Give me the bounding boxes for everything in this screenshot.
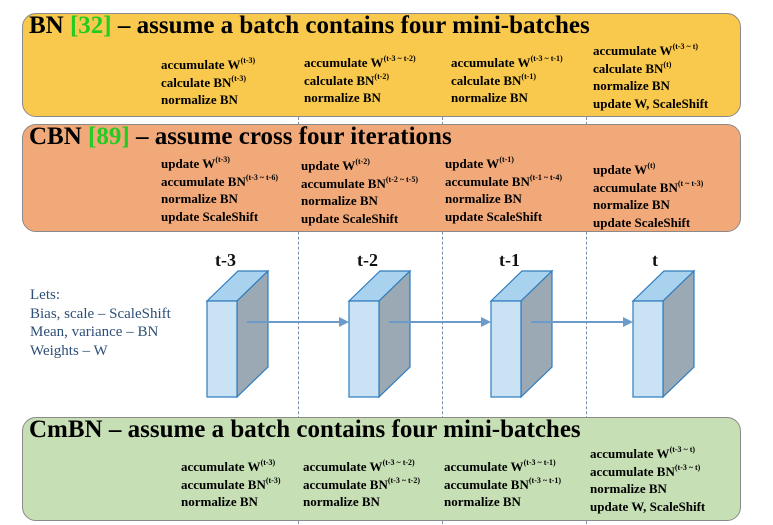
step-superscript: (t-3 ~ t-1)	[529, 476, 561, 485]
step-line: accumulate BN(t-3)	[181, 476, 281, 494]
step-text: accumulate BN	[590, 464, 675, 479]
step-line: update W, ScaleShift	[590, 498, 705, 516]
block-3d	[633, 271, 694, 397]
step-superscript: (t-3 ~ t)	[675, 463, 700, 472]
cmbn-step-column: accumulate W(t-3 ~ t)accumulate BN(t-3 ~…	[590, 445, 705, 515]
step-text: normalize BN	[303, 494, 380, 509]
step-text: normalize BN	[181, 494, 258, 509]
legend-line: Bias, scale – ScaleShift	[30, 305, 171, 324]
step-line: normalize BN	[444, 493, 561, 511]
step-line: normalize BN	[303, 493, 420, 511]
cmbn-step-column: accumulate W(t-3 ~ t-2)accumulate BN(t-3…	[303, 458, 420, 511]
block-3d	[491, 271, 552, 397]
step-text: accumulate W	[444, 459, 524, 474]
step-label: t-3	[215, 250, 236, 271]
cmbn-step-column: accumulate W(t-3)accumulate BN(t-3)norma…	[181, 458, 281, 511]
block-3d	[349, 271, 410, 397]
step-line: accumulate BN(t-3 ~ t)	[590, 463, 705, 481]
step-superscript: (t-3 ~ t-1)	[524, 458, 556, 467]
legend-heading: Lets:	[30, 286, 171, 305]
legend-text: Lets: Bias, scale – ScaleShift Mean, var…	[30, 286, 171, 360]
step-superscript: (t-3)	[266, 476, 281, 485]
step-text: accumulate W	[303, 459, 383, 474]
step-line: accumulate W(t-3 ~ t)	[590, 445, 705, 463]
legend-line: Mean, variance – BN	[30, 323, 171, 342]
step-text: update W, ScaleShift	[590, 499, 705, 514]
block-front-face	[349, 301, 379, 397]
step-line: normalize BN	[181, 493, 281, 511]
step-text: accumulate BN	[303, 477, 388, 492]
step-text: accumulate BN	[444, 477, 529, 492]
step-superscript: (t-3 ~ t)	[670, 445, 695, 454]
step-label: t-1	[499, 250, 520, 271]
step-line: accumulate W(t-3 ~ t-2)	[303, 458, 420, 476]
step-text: normalize BN	[444, 494, 521, 509]
block-front-face	[633, 301, 663, 397]
step-label: t-2	[357, 250, 378, 271]
step-line: accumulate W(t-3)	[181, 458, 281, 476]
step-line: normalize BN	[590, 480, 705, 498]
cmbn-title: CmBN – assume a batch contains four mini…	[29, 416, 581, 444]
step-superscript: (t-3)	[261, 458, 276, 467]
step-text: normalize BN	[590, 481, 667, 496]
legend-line: Weights – W	[30, 342, 171, 361]
step-line: accumulate W(t-3 ~ t-1)	[444, 458, 561, 476]
step-line: accumulate BN(t-3 ~ t-1)	[444, 476, 561, 494]
step-text: accumulate BN	[181, 477, 266, 492]
block-front-face	[491, 301, 521, 397]
step-text: accumulate W	[590, 446, 670, 461]
step-line: accumulate BN(t-3 ~ t-2)	[303, 476, 420, 494]
cmbn-step-column: accumulate W(t-3 ~ t-1)accumulate BN(t-3…	[444, 458, 561, 511]
block-front-face	[207, 301, 237, 397]
step-superscript: (t-3 ~ t-2)	[383, 458, 415, 467]
step-label: t	[652, 250, 658, 271]
block-3d	[207, 271, 268, 397]
cmbn-panel: CmBN – assume a batch contains four mini…	[22, 417, 741, 521]
step-superscript: (t-3 ~ t-2)	[388, 476, 420, 485]
step-text: accumulate W	[181, 459, 261, 474]
